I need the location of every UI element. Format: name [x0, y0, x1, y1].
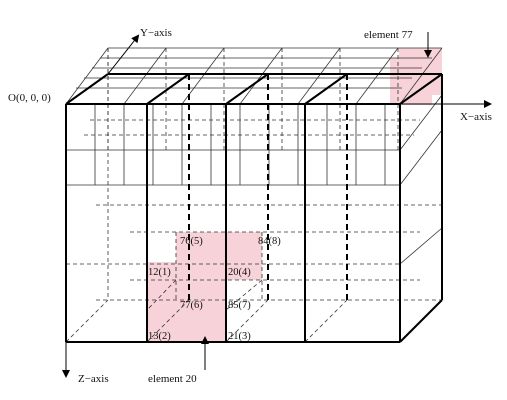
highlight-element-20	[147, 232, 262, 342]
node-label: 77(6)	[180, 300, 203, 311]
y-axis-arrow	[107, 34, 140, 75]
y-axis-label: Y−axis	[140, 27, 172, 39]
highlight-element-77	[390, 48, 442, 105]
axes	[62, 32, 492, 378]
front-box	[65, 73, 443, 343]
upper-dense-grid	[66, 48, 443, 186]
z-axis-label: Z−axis	[78, 373, 109, 385]
node-label: 13(2)	[148, 331, 171, 342]
element-77-label: element 77	[364, 29, 413, 41]
lower-dashed-grid	[65, 48, 443, 343]
x-axis-label: X−axis	[460, 111, 492, 123]
node-label: 85(7)	[228, 300, 251, 311]
node-label: 21(3)	[228, 331, 251, 342]
origin-label: O(0, 0, 0)	[8, 92, 51, 104]
node-label: 12(1)	[148, 267, 171, 278]
back-top-grid	[65, 47, 443, 105]
node-label: 84(8)	[258, 236, 281, 247]
node-label: 76(5)	[180, 236, 203, 247]
node-label: 20(4)	[228, 267, 251, 278]
element-20-label: element 20	[148, 373, 197, 385]
